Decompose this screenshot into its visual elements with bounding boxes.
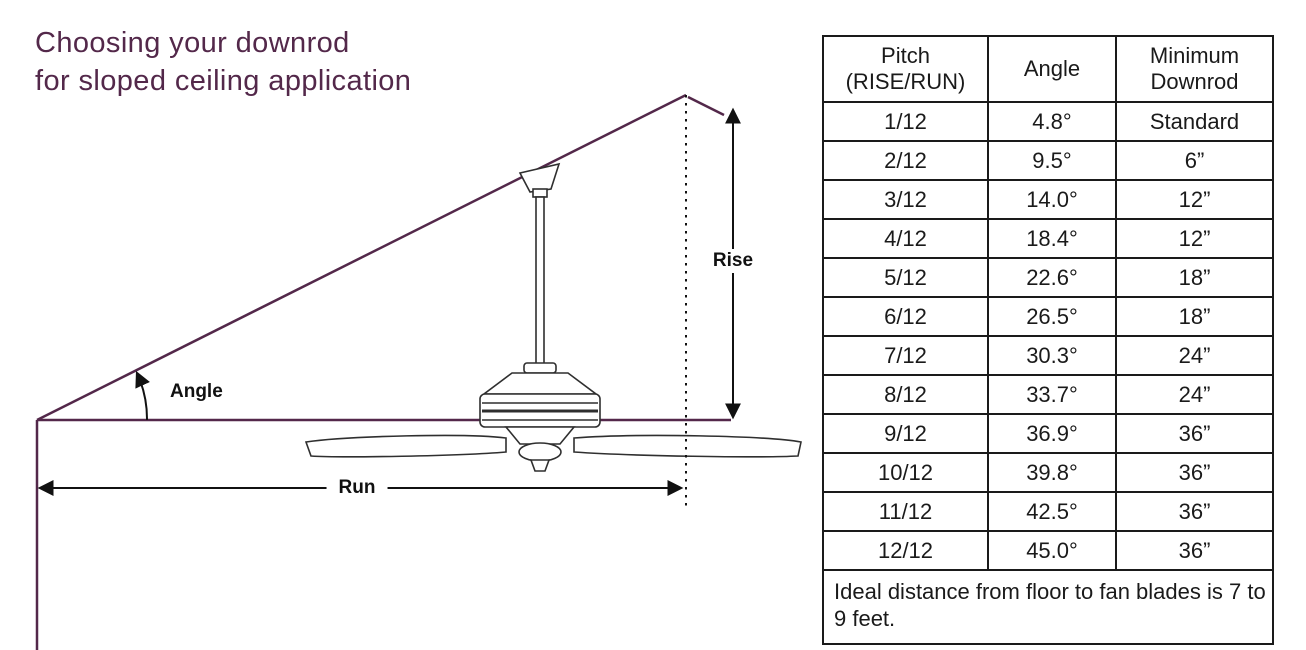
- table-row: 12/12 45.0° 36”: [822, 530, 1274, 571]
- header-downrod: Minimum Downrod: [1115, 35, 1274, 103]
- cell-downrod: 12”: [1115, 179, 1274, 220]
- apex-tick: [687, 95, 725, 117]
- table-row: 9/12 36.9° 36”: [822, 413, 1274, 454]
- cell-angle: 33.7°: [987, 374, 1117, 415]
- page-title-line2: for sloped ceiling application: [35, 65, 412, 97]
- cell-downrod: 36”: [1115, 491, 1274, 532]
- cell-downrod: 24”: [1115, 335, 1274, 376]
- downrod-table: Pitch (RISE/RUN) Angle Minimum Downrod 1…: [822, 35, 1274, 645]
- angle-arc: [135, 370, 150, 421]
- cell-angle: 39.8°: [987, 452, 1117, 493]
- cell-downrod: 36”: [1115, 413, 1274, 454]
- rise-label: Rise: [705, 249, 761, 273]
- table-footer-row: Ideal distance from floor to fan blades …: [822, 569, 1274, 645]
- cell-downrod: 36”: [1115, 452, 1274, 493]
- run-label: Run: [326, 477, 388, 499]
- cell-pitch: 8/12: [822, 374, 989, 415]
- table-row: 3/12 14.0° 12”: [822, 179, 1274, 220]
- cell-angle: 26.5°: [987, 296, 1117, 337]
- cell-downrod: 6”: [1115, 140, 1274, 181]
- cell-downrod: 18”: [1115, 257, 1274, 298]
- angle-label: Angle: [170, 381, 223, 402]
- cell-angle: 22.6°: [987, 257, 1117, 298]
- cell-pitch: 12/12: [822, 530, 989, 571]
- cell-downrod: 12”: [1115, 218, 1274, 259]
- cell-angle: 4.8°: [987, 101, 1117, 142]
- fan-blade-left: [304, 434, 507, 458]
- cell-angle: 18.4°: [987, 218, 1117, 259]
- table-row: 10/12 39.8° 36”: [822, 452, 1274, 493]
- cell-pitch: 9/12: [822, 413, 989, 454]
- fan-motor-bell: [481, 372, 599, 395]
- cell-pitch: 6/12: [822, 296, 989, 337]
- fan-canopy: [518, 162, 561, 193]
- cell-downrod: 24”: [1115, 374, 1274, 415]
- fan-motor-cup: [504, 426, 576, 445]
- table-footnote: Ideal distance from floor to fan blades …: [822, 569, 1274, 645]
- sloped-ceiling-diagram: [35, 93, 802, 650]
- cell-pitch: 11/12: [822, 491, 989, 532]
- cell-downrod: 18”: [1115, 296, 1274, 337]
- table-row: 11/12 42.5° 36”: [822, 491, 1274, 532]
- sloped-ceiling-line: [36, 93, 687, 422]
- table-row: 8/12 33.7° 24”: [822, 374, 1274, 415]
- cell-downrod: 36”: [1115, 530, 1274, 571]
- table-row: 7/12 30.3° 24”: [822, 335, 1274, 376]
- cell-angle: 42.5°: [987, 491, 1117, 532]
- cell-pitch: 5/12: [822, 257, 989, 298]
- cell-downrod: Standard: [1115, 101, 1274, 142]
- table-header-row: Pitch (RISE/RUN) Angle Minimum Downrod: [822, 35, 1274, 103]
- fan-motor-collar: [523, 362, 557, 374]
- fan-downrod: [535, 196, 545, 366]
- page-title: Choosing your downrod for sloped ceiling…: [35, 24, 411, 100]
- fan-blade-right: [573, 434, 802, 458]
- fan-collar: [532, 188, 548, 198]
- cell-angle: 30.3°: [987, 335, 1117, 376]
- table-row: 5/12 22.6° 18”: [822, 257, 1274, 298]
- cell-pitch: 10/12: [822, 452, 989, 493]
- cell-angle: 9.5°: [987, 140, 1117, 181]
- table-row: 6/12 26.5° 18”: [822, 296, 1274, 337]
- page-title-line1: Choosing your downrod: [35, 27, 350, 59]
- fan-light: [518, 442, 562, 462]
- table-row: 1/12 4.8° Standard: [822, 101, 1274, 142]
- ceiling-fan-illustration: [304, 162, 802, 472]
- table-row: 4/12 18.4° 12”: [822, 218, 1274, 259]
- cell-pitch: 3/12: [822, 179, 989, 220]
- cell-pitch: 1/12: [822, 101, 989, 142]
- cell-angle: 14.0°: [987, 179, 1117, 220]
- fan-finial: [529, 459, 551, 472]
- cell-angle: 45.0°: [987, 530, 1117, 571]
- cell-pitch: 2/12: [822, 140, 989, 181]
- table-row: 2/12 9.5° 6”: [822, 140, 1274, 181]
- header-pitch: Pitch (RISE/RUN): [822, 35, 989, 103]
- cell-angle: 36.9°: [987, 413, 1117, 454]
- header-angle: Angle: [987, 35, 1117, 103]
- cell-pitch: 7/12: [822, 335, 989, 376]
- cell-pitch: 4/12: [822, 218, 989, 259]
